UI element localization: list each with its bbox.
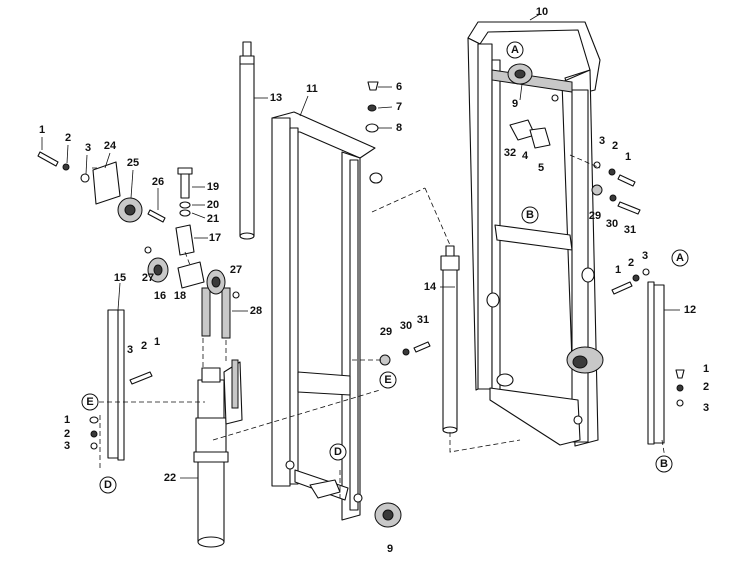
callout-14: 14 xyxy=(424,281,437,293)
ref-label-d-left: D xyxy=(104,479,112,491)
assembly-lines xyxy=(92,154,666,498)
callout-16: 16 xyxy=(154,290,166,302)
ref-label-b-mid: B xyxy=(526,209,534,221)
ref-label-e-left: E xyxy=(86,396,93,408)
callout-30-right: 30 xyxy=(606,218,618,230)
callout-27-left: 27 xyxy=(142,272,154,284)
callout-3-low: 3 xyxy=(64,440,70,452)
callout-11: 11 xyxy=(306,83,318,95)
callout-3: 3 xyxy=(85,142,91,154)
callout-28: 28 xyxy=(250,305,262,317)
callout-4: 4 xyxy=(522,150,529,162)
callout-26: 26 xyxy=(152,176,164,188)
callout-3-low-right: 3 xyxy=(703,402,709,414)
callout-22: 22 xyxy=(164,472,176,484)
callout-19: 19 xyxy=(207,181,219,193)
ref-label-b-bottom: B xyxy=(660,458,668,470)
callout-5: 5 xyxy=(538,162,544,174)
callout-31-right: 31 xyxy=(624,224,636,236)
callout-29-right: 29 xyxy=(589,210,601,222)
callout-2-right: 2 xyxy=(612,140,618,152)
leader-lines xyxy=(41,13,680,479)
callout-21: 21 xyxy=(207,213,219,225)
ref-label-e-mid: E xyxy=(384,374,391,386)
ref-label-d-mid: D xyxy=(334,446,342,458)
callout-9-top: 9 xyxy=(512,98,518,110)
callout-2-low-right: 2 xyxy=(703,381,709,393)
callout-2-low: 2 xyxy=(64,428,70,440)
callout-1-right: 1 xyxy=(625,151,631,163)
ref-marker-e-left xyxy=(81,393,99,411)
cylinder-rod-14 xyxy=(440,245,460,434)
callout-7: 7 xyxy=(396,101,402,113)
ref-label-a-top: A xyxy=(511,44,519,56)
ref-label-a-right: A xyxy=(676,252,684,264)
reference-markers: A A B B E E D D xyxy=(81,41,689,494)
callout-31: 31 xyxy=(417,314,429,326)
callout-1-far-right: 1 xyxy=(615,264,621,276)
callout-15: 15 xyxy=(114,272,126,284)
center-small-parts xyxy=(365,81,431,528)
ref-marker-b-mid xyxy=(521,206,539,224)
ref-marker-b-bottom xyxy=(655,455,673,473)
callout-1-mid: 1 xyxy=(154,336,160,348)
right-small-parts xyxy=(591,161,685,445)
callout-27-right: 27 xyxy=(230,264,242,276)
ref-marker-a-right xyxy=(671,249,689,267)
callout-30: 30 xyxy=(400,320,412,332)
chains-28 xyxy=(201,287,239,409)
callout-9-bottom: 9 xyxy=(387,543,393,555)
callout-20: 20 xyxy=(207,199,219,211)
callout-25: 25 xyxy=(127,157,139,169)
cylinder-rod-13 xyxy=(239,41,255,240)
callout-3-far-right: 3 xyxy=(642,250,648,262)
callout-18: 18 xyxy=(174,290,186,302)
ref-marker-d-left xyxy=(99,476,117,494)
callout-1: 1 xyxy=(39,124,45,136)
inner-mast xyxy=(271,111,383,521)
callout-24: 24 xyxy=(104,140,117,152)
callout-6: 6 xyxy=(396,81,402,93)
callout-32: 32 xyxy=(504,147,516,159)
callout-10: 10 xyxy=(536,6,548,18)
callout-13: 13 xyxy=(270,92,282,104)
callout-17: 17 xyxy=(209,232,221,244)
callout-numbers: 1 2 3 24 25 26 19 20 21 17 27 16 18 27 2… xyxy=(39,6,709,555)
callout-2-mid: 2 xyxy=(141,340,147,352)
outer-mast xyxy=(467,21,604,447)
callout-2: 2 xyxy=(65,132,71,144)
callout-3-right: 3 xyxy=(599,135,605,147)
callout-2-far-right: 2 xyxy=(628,257,634,269)
callout-3-mid: 3 xyxy=(127,344,133,356)
callout-1-low: 1 xyxy=(64,414,70,426)
callout-1-low-right: 1 xyxy=(703,363,709,375)
left-small-parts xyxy=(37,151,240,461)
callout-8: 8 xyxy=(396,122,402,134)
callout-29: 29 xyxy=(380,326,392,338)
ref-marker-a-top xyxy=(506,41,524,59)
callout-12: 12 xyxy=(684,304,696,316)
ref-marker-e-mid xyxy=(379,371,397,389)
ref-marker-d-mid xyxy=(329,443,347,461)
lift-cylinder-22 xyxy=(193,361,243,548)
